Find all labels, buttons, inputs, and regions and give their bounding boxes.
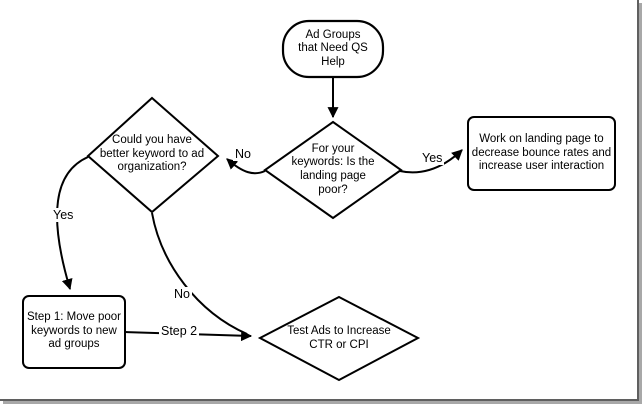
- start-label: Ad Groups that Need QS Help: [298, 28, 368, 68]
- edge-label-keyword-yes: Yes: [51, 208, 76, 222]
- edge-landing-to-keyword-no: [226, 158, 266, 175]
- edge-keyword-to-testads-no: [151, 212, 248, 335]
- landing-question-label: For your keywords: Is the landing page p…: [291, 142, 375, 196]
- edge-label-step2: Step 2: [159, 324, 200, 338]
- edge-landing-to-work-yes: [399, 149, 463, 174]
- work-landing-page-rect-shape: [467, 116, 616, 191]
- edge-label-landing-no: No: [233, 147, 253, 161]
- test-ads-label: Test Ads to Increase CTR or CPI: [287, 325, 391, 351]
- landing-question-diamond-shape: [263, 120, 403, 220]
- keyword-org-question-diamond-shape: [86, 96, 220, 214]
- step1-label: Step 1: Move poor keywords to new ad gro…: [27, 311, 121, 351]
- work-landing-page-label: Work on landing page to decrease bounce …: [471, 133, 612, 173]
- edge-label-landing-yes: Yes: [420, 151, 445, 165]
- test-ads-diamond-shape: [257, 295, 421, 382]
- keyword-org-question-label: Could you have better keyword to ad orga…: [99, 134, 205, 174]
- edge-label-keyword-no: No: [172, 287, 192, 301]
- edge-keyword-to-step1-yes: [56, 156, 89, 291]
